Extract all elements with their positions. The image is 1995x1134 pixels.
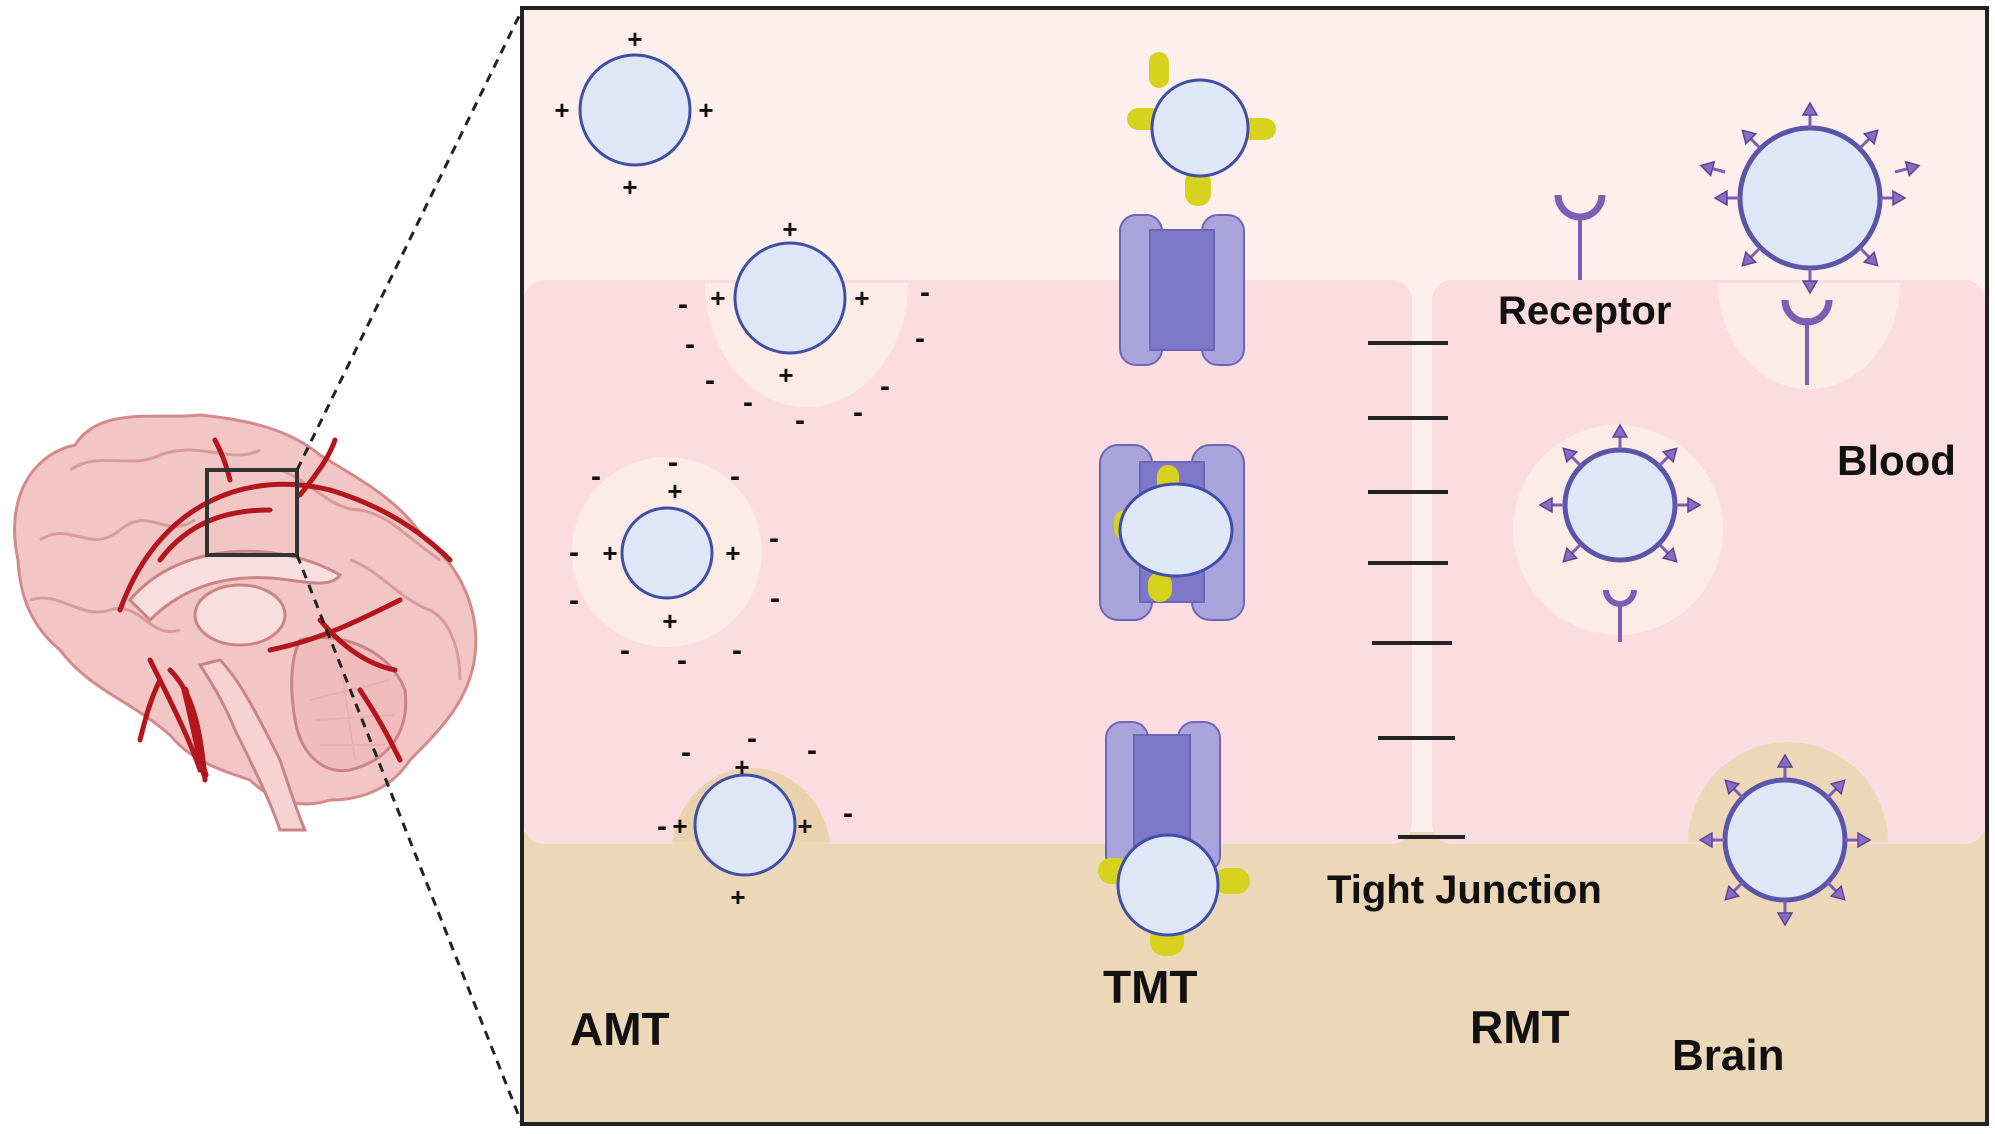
- svg-text:-: -: [732, 634, 742, 667]
- anionic-charges-2: - - - - - - - - - -: [569, 446, 780, 677]
- ligand-nanoparticle-rmt-middle: [1538, 423, 1702, 569]
- svg-text:+: +: [782, 214, 797, 244]
- endothelial-cell-left: [524, 280, 1412, 844]
- transporter-middle: [1099, 444, 1245, 621]
- svg-text:+: +: [662, 606, 677, 636]
- svg-text:-: -: [620, 634, 630, 667]
- svg-text:-: -: [843, 797, 853, 830]
- svg-text:+: +: [730, 882, 745, 912]
- svg-text:-: -: [920, 276, 930, 309]
- svg-text:+: +: [710, 283, 725, 313]
- svg-text:-: -: [657, 810, 667, 843]
- zoom-line-bottom: [295, 554, 524, 1125]
- svg-text:+: +: [602, 538, 617, 568]
- label-tight-junction: Tight Junction: [1327, 868, 1602, 912]
- svg-text:+: +: [778, 360, 793, 390]
- label-receptor: Receptor: [1498, 289, 1671, 333]
- svg-text:-: -: [591, 460, 601, 493]
- receptor: [1554, 194, 1606, 280]
- cerebral-arteries: [117, 437, 453, 783]
- label-amt: AMT: [570, 1003, 670, 1055]
- svg-text:-: -: [569, 536, 579, 569]
- svg-text:+: +: [667, 476, 682, 506]
- svg-text:+: +: [854, 283, 869, 313]
- svg-text:-: -: [678, 288, 688, 321]
- cationic-nanoparticle-2: + + + +: [710, 214, 869, 390]
- svg-text:-: -: [677, 644, 687, 677]
- svg-text:+: +: [725, 538, 740, 568]
- anionic-charges-1: - - - - - - - - -: [678, 276, 930, 437]
- svg-text:-: -: [747, 722, 757, 755]
- svg-text:+: +: [627, 24, 642, 54]
- cerebellum: [290, 635, 408, 773]
- svg-text:-: -: [880, 370, 890, 403]
- rmt-transport: [1513, 101, 1923, 927]
- svg-text:+: +: [672, 811, 687, 841]
- cationic-nanoparticle-3: + + + +: [602, 476, 740, 636]
- svg-text:-: -: [668, 446, 678, 479]
- cationic-nanoparticle-4: + + + +: [672, 752, 812, 912]
- zoom-box: [205, 468, 299, 557]
- brainstem: [197, 658, 308, 832]
- receptor-vesicle: [1603, 589, 1637, 642]
- svg-text:-: -: [795, 404, 805, 437]
- svg-text:-: -: [569, 584, 579, 617]
- svg-text:-: -: [681, 736, 691, 769]
- svg-text:-: -: [685, 328, 695, 361]
- receptor-bound: [1781, 299, 1833, 385]
- ligand-nanoparticle-rmt-bottom: [1698, 753, 1872, 927]
- svg-text:-: -: [730, 460, 740, 493]
- svg-text:-: -: [807, 734, 817, 767]
- ligand-nanoparticle-rmt-top: [1697, 101, 1923, 295]
- svg-text:-: -: [769, 522, 779, 555]
- svg-text:+: +: [554, 95, 569, 125]
- label-brain: Brain: [1672, 1031, 1784, 1080]
- svg-text:-: -: [853, 396, 863, 429]
- svg-text:+: +: [622, 172, 637, 202]
- ligand-nanoparticle-bottom: [1098, 833, 1250, 956]
- label-blood: Blood: [1837, 437, 1956, 484]
- ligand-nanoparticle-top: [1127, 52, 1276, 206]
- anionic-charges-3: - - - - -: [657, 722, 853, 843]
- cationic-nanoparticle-1: + + + +: [554, 24, 713, 202]
- thalamus: [193, 583, 287, 647]
- zoom-line-top: [295, 9, 524, 471]
- panel-border: [520, 6, 1989, 1126]
- label-rmt: RMT: [1470, 1001, 1570, 1053]
- svg-text:+: +: [698, 95, 713, 125]
- label-tmt: TMT: [1103, 961, 1198, 1013]
- transporter-top: [1119, 214, 1245, 366]
- svg-text:+: +: [734, 752, 749, 782]
- tmt-transport: [1098, 52, 1276, 956]
- svg-text:-: -: [743, 386, 753, 419]
- tight-junction: [1368, 341, 1465, 839]
- svg-text:-: -: [915, 322, 925, 355]
- svg-text:-: -: [705, 364, 715, 397]
- transported-nanoparticle: [1118, 482, 1234, 578]
- svg-text:+: +: [797, 811, 812, 841]
- labels: Receptor Blood Tight Junction TMT AMT RM…: [570, 289, 1956, 1080]
- svg-text:-: -: [770, 582, 780, 615]
- brain-illustration: [13, 413, 478, 832]
- amt-nanoparticles: + + + + + + + + - - - - - - - - -: [554, 24, 930, 912]
